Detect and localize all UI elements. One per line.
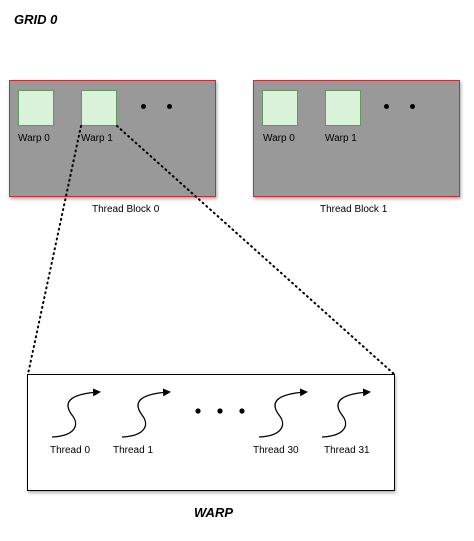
block-0-ellipsis-dot — [167, 104, 172, 109]
block-1-ellipsis-dot — [384, 104, 389, 109]
block-1-warp-1-box — [325, 90, 361, 126]
block-1-ellipsis-dot — [410, 104, 415, 109]
thread-1-arrow-icon — [121, 388, 171, 438]
block-0-warp-1-box — [81, 90, 117, 126]
warp-ellipsis-dot — [195, 408, 201, 414]
thread-31-label: Thread 31 — [324, 445, 370, 456]
thread-0-label: Thread 0 — [50, 445, 91, 456]
block-1-warp-1-label: Warp 1 — [325, 133, 357, 144]
thread-1-label: Thread 1 — [113, 445, 154, 456]
thread-30-label: Thread 30 — [253, 445, 299, 456]
block-0-ellipsis-dot — [141, 104, 146, 109]
zoom-line-right — [116, 125, 395, 375]
warp-ellipsis-dot — [217, 408, 223, 414]
warp-ellipsis-dot — [239, 408, 245, 414]
block-1-warp-0-box — [262, 90, 298, 126]
thread-block-0-label: Thread Block 0 — [92, 204, 160, 215]
block-0-warp-1-label: Warp 1 — [81, 133, 113, 144]
warp-title: WARP — [194, 505, 233, 520]
grid-title: GRID 0 — [14, 12, 58, 27]
thread-31-arrow-icon — [321, 388, 371, 438]
thread-30-arrow-icon — [258, 388, 308, 438]
thread-block-1-label: Thread Block 1 — [320, 204, 388, 215]
block-0-warp-0-box — [18, 90, 54, 126]
thread-0-arrow-icon — [51, 388, 101, 438]
block-0-warp-0-label: Warp 0 — [18, 133, 50, 144]
block-1-warp-0-label: Warp 0 — [263, 133, 295, 144]
zoom-line-left — [27, 125, 82, 375]
